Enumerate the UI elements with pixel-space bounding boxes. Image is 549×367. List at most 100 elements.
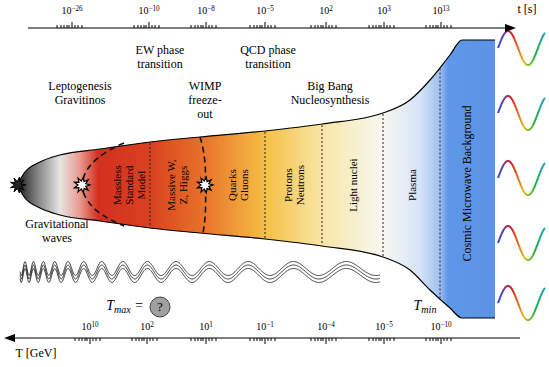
axis-tick bbox=[373, 25, 374, 28]
axis-tick bbox=[198, 25, 199, 28]
axis-tick bbox=[142, 338, 143, 341]
band-label: Quarks Gluons bbox=[225, 165, 249, 205]
axis-tick bbox=[209, 338, 210, 341]
axis-tick bbox=[336, 25, 337, 28]
axis-tick bbox=[82, 25, 83, 28]
event-label: Leptogenesis Gravitinos bbox=[48, 80, 111, 108]
axis-tick bbox=[257, 338, 258, 341]
axis-tick bbox=[447, 25, 448, 28]
axis-tick bbox=[260, 338, 261, 341]
axis-tick bbox=[212, 338, 213, 341]
tick-label: 10−8 bbox=[197, 5, 215, 17]
axis-tick bbox=[69, 25, 70, 28]
axis-tick bbox=[191, 25, 192, 28]
tick-label: 10−5 bbox=[256, 5, 274, 17]
axis-tick bbox=[436, 338, 437, 341]
unknown-circle: ? bbox=[149, 296, 171, 318]
funnel-outline bbox=[17, 185, 495, 318]
axis-tick bbox=[82, 338, 83, 341]
axis-tick bbox=[271, 25, 272, 28]
axis-tick bbox=[438, 338, 439, 341]
epoch-separator bbox=[440, 69, 441, 299]
axis-tick bbox=[136, 338, 137, 341]
axis-tick bbox=[332, 25, 333, 28]
band-label: Light nuclei bbox=[346, 145, 358, 225]
band-label: Plasma bbox=[405, 155, 417, 215]
tick-label: 10−4 bbox=[317, 321, 335, 333]
epoch-band: Massive W, Z, Higgs bbox=[150, 145, 204, 225]
axis-tick bbox=[451, 25, 452, 28]
axis-tick bbox=[441, 338, 442, 344]
axis-tick bbox=[326, 22, 327, 28]
axis-tick bbox=[139, 338, 140, 341]
axis-tick bbox=[250, 25, 251, 28]
axis-tick bbox=[262, 338, 263, 341]
axis-tick bbox=[329, 25, 330, 28]
axis-tick bbox=[438, 25, 439, 28]
axis-tick bbox=[201, 338, 202, 341]
axis-tick bbox=[75, 25, 76, 28]
tick-label: 10−26 bbox=[61, 5, 82, 17]
axis-tick bbox=[206, 22, 207, 28]
axis-tick bbox=[150, 338, 151, 341]
axis-tick bbox=[384, 338, 385, 344]
axis-tick bbox=[216, 25, 217, 28]
axis-tick bbox=[67, 25, 68, 28]
axis-tick bbox=[369, 25, 370, 28]
event-label: WIMP freeze-out bbox=[188, 80, 221, 121]
axis-tick bbox=[318, 338, 319, 341]
axis-arrowhead bbox=[4, 334, 15, 342]
temperature-label: Tmax = bbox=[106, 298, 144, 314]
axis-tick bbox=[212, 25, 213, 28]
axis-tick bbox=[57, 25, 58, 28]
photon-wave bbox=[498, 286, 545, 320]
axis-tick bbox=[138, 25, 139, 28]
axis-tick bbox=[323, 25, 324, 28]
band-label: Massless Standard Model bbox=[111, 161, 147, 209]
axis-tick bbox=[394, 338, 395, 341]
axis-tick bbox=[426, 338, 427, 341]
photon-wave bbox=[498, 161, 545, 195]
epoch-separator bbox=[383, 114, 384, 256]
epoch-band: Cosmic Microwave Background bbox=[440, 71, 495, 297]
axis-tick bbox=[265, 22, 266, 28]
axis-tick bbox=[444, 25, 445, 28]
transition-star bbox=[74, 177, 90, 193]
axis-tick bbox=[311, 338, 312, 341]
axis-tick bbox=[387, 338, 388, 341]
event-label: QCD phase transition bbox=[235, 44, 301, 72]
axis-tick bbox=[426, 25, 427, 28]
axis-tick bbox=[141, 25, 142, 28]
axis-tick bbox=[195, 25, 196, 28]
axis-tick bbox=[203, 25, 204, 28]
axis-tick bbox=[93, 338, 94, 341]
axis-tick bbox=[369, 338, 370, 341]
axis-tick bbox=[433, 338, 434, 341]
band-label: Massive W, Z, Higgs bbox=[165, 157, 189, 213]
photon-wave bbox=[498, 96, 545, 130]
circle-shape bbox=[150, 297, 170, 317]
event-label: EW phase transition bbox=[130, 44, 190, 72]
axis-tick bbox=[87, 338, 88, 341]
axis-tick bbox=[260, 25, 261, 28]
axis-tick bbox=[311, 25, 312, 28]
axis-tick bbox=[144, 25, 145, 28]
funnel-outline bbox=[17, 40, 495, 185]
axis-tick bbox=[79, 338, 80, 341]
axis-tick bbox=[134, 25, 135, 28]
universe-funnel bbox=[17, 40, 495, 318]
axis-tick bbox=[64, 25, 65, 28]
axis-tick bbox=[72, 22, 73, 28]
axis-tick bbox=[318, 25, 319, 28]
axis-tick bbox=[381, 338, 382, 341]
epoch-separator bbox=[265, 132, 266, 238]
axis-tick bbox=[265, 338, 266, 344]
axis-tick bbox=[159, 25, 160, 28]
gravitational-wave-line bbox=[20, 262, 380, 276]
axis-tick bbox=[430, 25, 431, 28]
axis-tick bbox=[444, 338, 445, 341]
axis-tick bbox=[268, 25, 269, 28]
tick-label: 10−5 bbox=[375, 321, 393, 333]
axis-tick bbox=[155, 25, 156, 28]
